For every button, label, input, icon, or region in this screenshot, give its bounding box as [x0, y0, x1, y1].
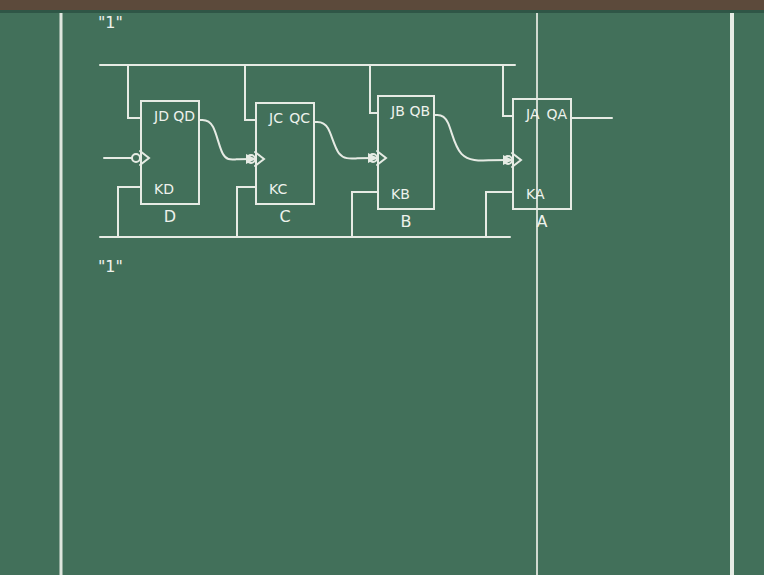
- j-input-label: JC: [269, 110, 283, 126]
- j-input-label: JB: [391, 103, 405, 119]
- board-line: [730, 13, 734, 575]
- k-input-label: KD: [154, 181, 174, 197]
- j-input-label: JD: [154, 108, 169, 124]
- k-wire: [486, 192, 512, 237]
- clock-input: [104, 157, 132, 159]
- j-wire: [503, 65, 512, 116]
- j-input-label: JA: [526, 106, 539, 122]
- output-wire: [572, 117, 612, 119]
- k-input-label: KC: [269, 181, 287, 197]
- flipflop-name: D: [164, 208, 176, 226]
- j-wire: [370, 65, 377, 113]
- jk-flipflop: JBQBKBB: [377, 95, 435, 210]
- high-rail: [100, 64, 515, 66]
- flipflop-name: A: [537, 213, 548, 231]
- jk-flipflop: JCQCKCC: [255, 102, 315, 205]
- jk-flipflop: JAQAKAA: [512, 98, 572, 210]
- flipflop-name: B: [401, 213, 412, 231]
- flipflop-name: C: [279, 208, 290, 226]
- board-frame-shadow: [0, 10, 764, 13]
- q-to-clock-wire: [200, 120, 255, 160]
- inversion-bubble: [132, 154, 140, 162]
- k-input-label: KB: [391, 186, 410, 202]
- high-rail: [100, 236, 510, 238]
- logic-level-label: "1": [98, 14, 123, 32]
- board-line: [60, 13, 63, 575]
- board-frame: [0, 0, 764, 10]
- q-output-label: QB: [409, 103, 430, 119]
- j-wire: [128, 65, 140, 118]
- q-output-label: QC: [289, 110, 310, 126]
- k-wire: [237, 187, 255, 237]
- jk-flipflop: JDQDKDD: [140, 100, 200, 205]
- k-wire: [118, 187, 140, 237]
- q-output-label: QA: [546, 106, 567, 122]
- wiring: [100, 65, 612, 237]
- q-to-clock-wire: [315, 122, 377, 159]
- logic-level-label: "1": [98, 258, 123, 276]
- k-input-label: KA: [526, 186, 545, 202]
- q-to-clock-wire: [435, 115, 512, 161]
- j-wire: [245, 65, 255, 120]
- q-output-label: QD: [173, 108, 195, 124]
- k-wire: [352, 192, 377, 237]
